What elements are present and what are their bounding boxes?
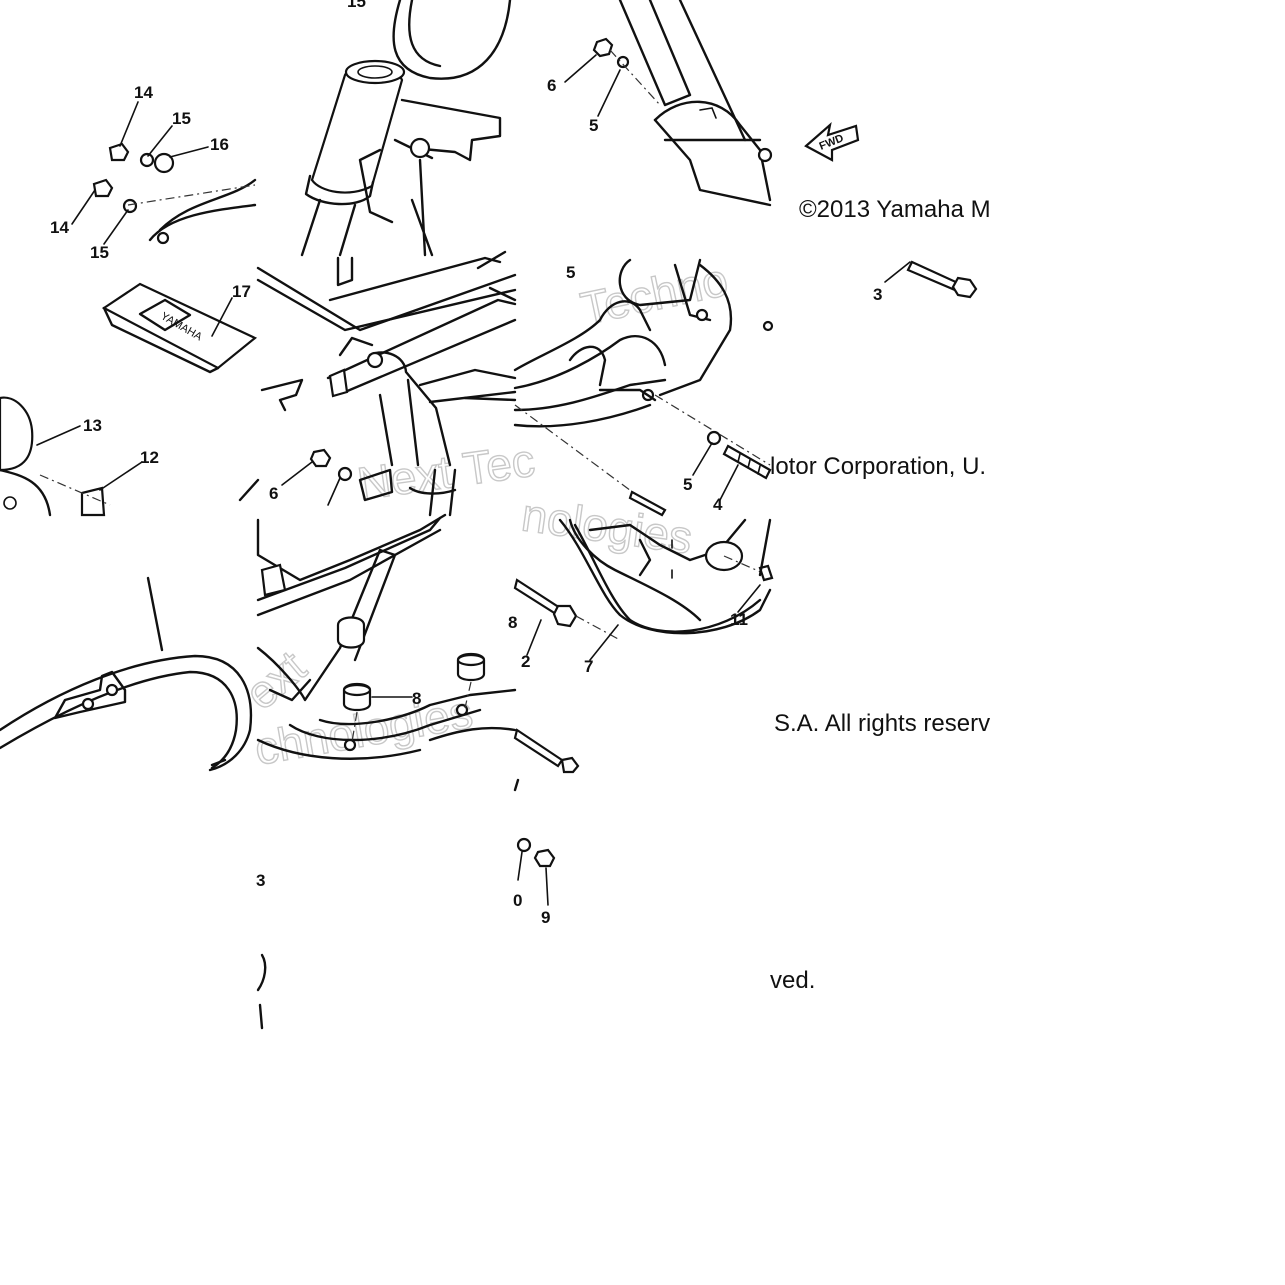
callout-3: 3 [256,871,265,890]
callout-17: 17 [232,282,251,301]
chain-guard [558,518,774,635]
tool-bag: YAMAHA [101,282,258,374]
callout-13: 13 [83,416,102,435]
watermark-text: nologies [519,488,696,563]
main-frame [256,250,517,517]
callout-10: 0 [513,891,522,910]
copyright-line-4: ved. [770,967,815,994]
lower-bolt [513,728,580,774]
rear-frame-corner [618,0,773,207]
steering-head-assembly [300,0,512,257]
lower-frame [256,513,517,760]
tail-light [0,396,260,517]
callout-6: 6 [269,484,278,503]
callout-16: 16 [210,135,229,154]
watermark: Techno Next Tec nologies ext chnologies [234,252,733,775]
callout-8: 8 [412,689,421,708]
callout-8: 8 [508,613,517,632]
watermark-text: Techno [576,253,732,335]
forward-arrow: FWD [804,122,860,162]
callout-4: 4 [713,495,723,514]
side-cover-hardware [92,142,257,245]
callout-2: 2 [521,652,530,671]
copyright-line-1: ©2013 Yamaha M [799,196,991,223]
callout-15: 15 [90,243,109,262]
nut-and-washer-top [592,37,661,106]
swingarm-pivot [513,258,774,517]
callout-14: 14 [134,83,153,102]
callout-12: 12 [140,448,159,467]
callout-6: 6 [547,76,556,95]
bolt-9-washer-10 [513,778,556,868]
copyright-line-2: lotor Corporation, U. [770,453,986,480]
watermark-text: ext [235,640,316,719]
callout-15: 15 [172,109,191,128]
lower-stub [256,953,267,1030]
callout-11: 11 [730,610,748,629]
callout-7: 7 [584,657,593,676]
callout-5: 5 [589,116,598,135]
callout-5: 5 [683,475,692,494]
callout-5: 5 [566,263,575,282]
callout-3: 3 [873,285,882,304]
bolt-3 [906,260,978,299]
copyright-line-3: S.A. All rights reserv [774,710,990,737]
rubber-damper-8 [342,652,486,743]
callout-14: 14 [50,218,69,237]
seat-pan [0,576,253,772]
copyright-notice: ©2013 Yamaha M lotor Corporation, U. S.A… [770,196,991,994]
leader-lines [36,54,911,906]
callout-9: 9 [541,908,550,927]
callout-15: 15 [347,0,366,11]
bolt-2 [513,578,621,641]
callouts: 15 14 15 16 14 15 6 5 17 13 12 6 5 5 4 3… [50,0,882,927]
